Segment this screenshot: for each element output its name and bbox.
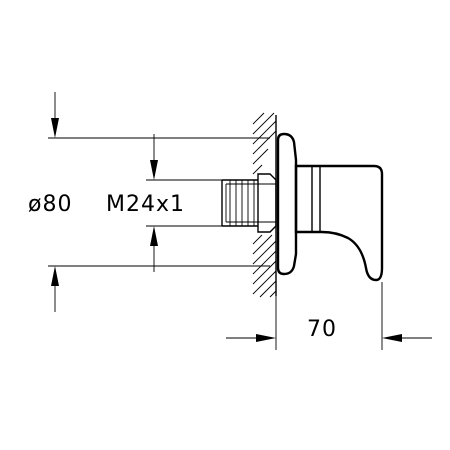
handle-lever (294, 164, 384, 282)
wall (252, 112, 277, 298)
outer-diameter-label: ø80 (28, 192, 72, 217)
arrow-up-icon (51, 266, 59, 286)
wall-hatching (252, 112, 277, 298)
depth-label: 70 (307, 317, 337, 342)
cover-rosette (276, 132, 298, 276)
hex-body (257, 173, 277, 233)
arrow-up-icon (150, 226, 158, 246)
arrow-right-icon (256, 334, 276, 342)
thread-label: M24x1 (106, 192, 185, 217)
arrow-down-icon (51, 118, 59, 138)
thread-spindle (221, 179, 258, 227)
arrow-left-icon (382, 334, 402, 342)
dimension-outer-diameter: ø80 (28, 92, 270, 312)
dimension-thread: M24x1 (106, 134, 222, 272)
arrow-down-icon (150, 160, 158, 180)
dimension-depth: 70 (226, 282, 432, 350)
